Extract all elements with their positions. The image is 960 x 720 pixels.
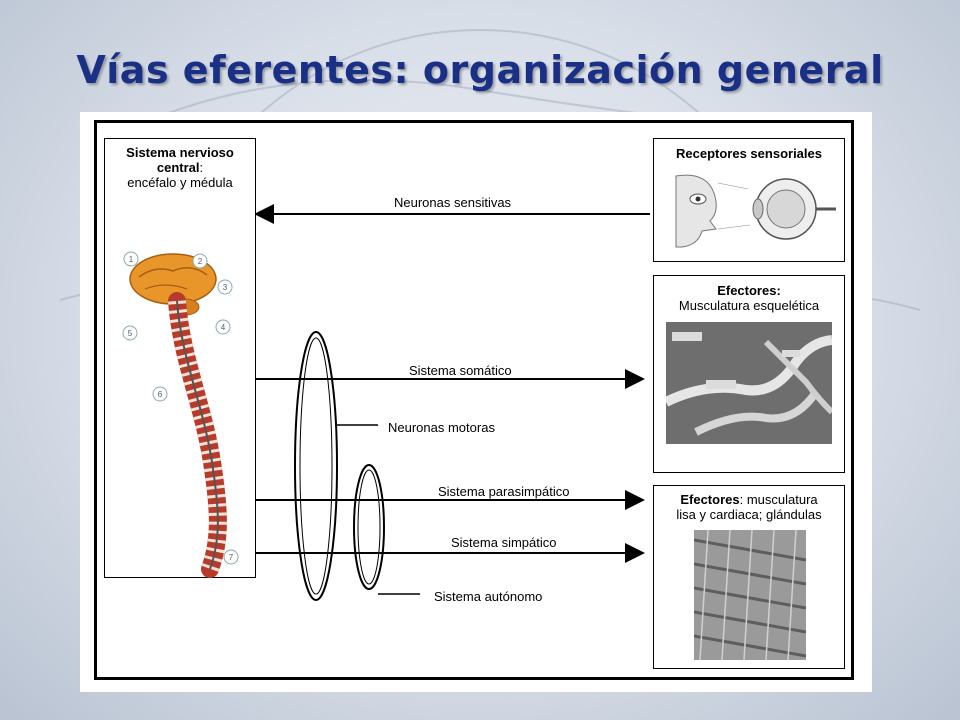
smooth-effectors-title-suffix: : musculatura — [739, 492, 818, 507]
smooth-effectors-title: Efectores — [680, 492, 740, 507]
cns-title-colon: : — [199, 160, 204, 175]
autonomic-ring — [353, 464, 385, 590]
svg-text:6: 6 — [158, 390, 163, 399]
label-parasympathetic-system: Sistema parasimpático — [438, 484, 570, 499]
svg-text:5: 5 — [128, 329, 133, 338]
smooth-effectors-box: Efectores: musculatura lisa y cardiaca; … — [653, 485, 845, 669]
callout-2: 2 — [192, 253, 208, 269]
slide-title: Vías eferentes: organización general — [76, 48, 884, 92]
skeletal-effectors-subtitle: Musculatura esquelética — [678, 298, 820, 313]
svg-text:4: 4 — [221, 323, 226, 332]
callout-1: 1 — [123, 251, 139, 267]
cns-title-line1: Sistema nervioso — [126, 145, 234, 160]
diagram-card: Neuronas sensitivas Sistema somático Neu… — [80, 112, 872, 692]
cns-title-line2: central — [156, 160, 200, 175]
callout-7: 7 — [223, 549, 239, 565]
svg-text:7: 7 — [229, 553, 234, 562]
motor-neurons-ring — [294, 331, 338, 601]
smooth-effectors-subtitle: lisa y cardiaca; glándulas — [676, 507, 822, 522]
callout-6: 6 — [152, 386, 168, 402]
label-autonomic-system: Sistema autónomo — [434, 589, 543, 604]
sensory-receptors-illustration — [675, 174, 836, 248]
cns-subtitle: encéfalo y médula — [127, 175, 233, 190]
skeletal-effectors-box: Efectores: Musculatura esquelética — [653, 275, 845, 473]
svg-text:1: 1 — [129, 255, 134, 264]
svg-text:3: 3 — [223, 283, 228, 292]
brain-spinal-cord-illustration: 1 2 3 4 5 6 7 — [122, 251, 239, 578]
callout-5: 5 — [122, 325, 138, 341]
cns-box: Sistema nervioso central: encéfalo y méd… — [104, 138, 256, 578]
receptors-box: Receptores sensoriales — [653, 138, 845, 262]
pathway-connectors — [254, 204, 650, 601]
label-somatic-system: Sistema somático — [409, 363, 512, 378]
cardiac-muscle-micrograph — [694, 530, 806, 660]
callout-4: 4 — [215, 319, 231, 335]
diagram-frame: Neuronas sensitivas Sistema somático Neu… — [94, 120, 854, 680]
label-motor-neurons: Neuronas motoras — [388, 420, 495, 435]
label-sympathetic-system: Sistema simpático — [451, 535, 557, 550]
callout-3: 3 — [217, 279, 233, 295]
label-sensory-neurons: Neuronas sensitivas — [394, 195, 512, 210]
skeletal-muscle-micrograph — [666, 322, 832, 444]
skeletal-effectors-title: Efectores: — [717, 283, 781, 298]
face-profile-icon — [675, 174, 717, 248]
receptors-title: Receptores sensoriales — [676, 146, 822, 161]
svg-text:2: 2 — [198, 257, 203, 266]
